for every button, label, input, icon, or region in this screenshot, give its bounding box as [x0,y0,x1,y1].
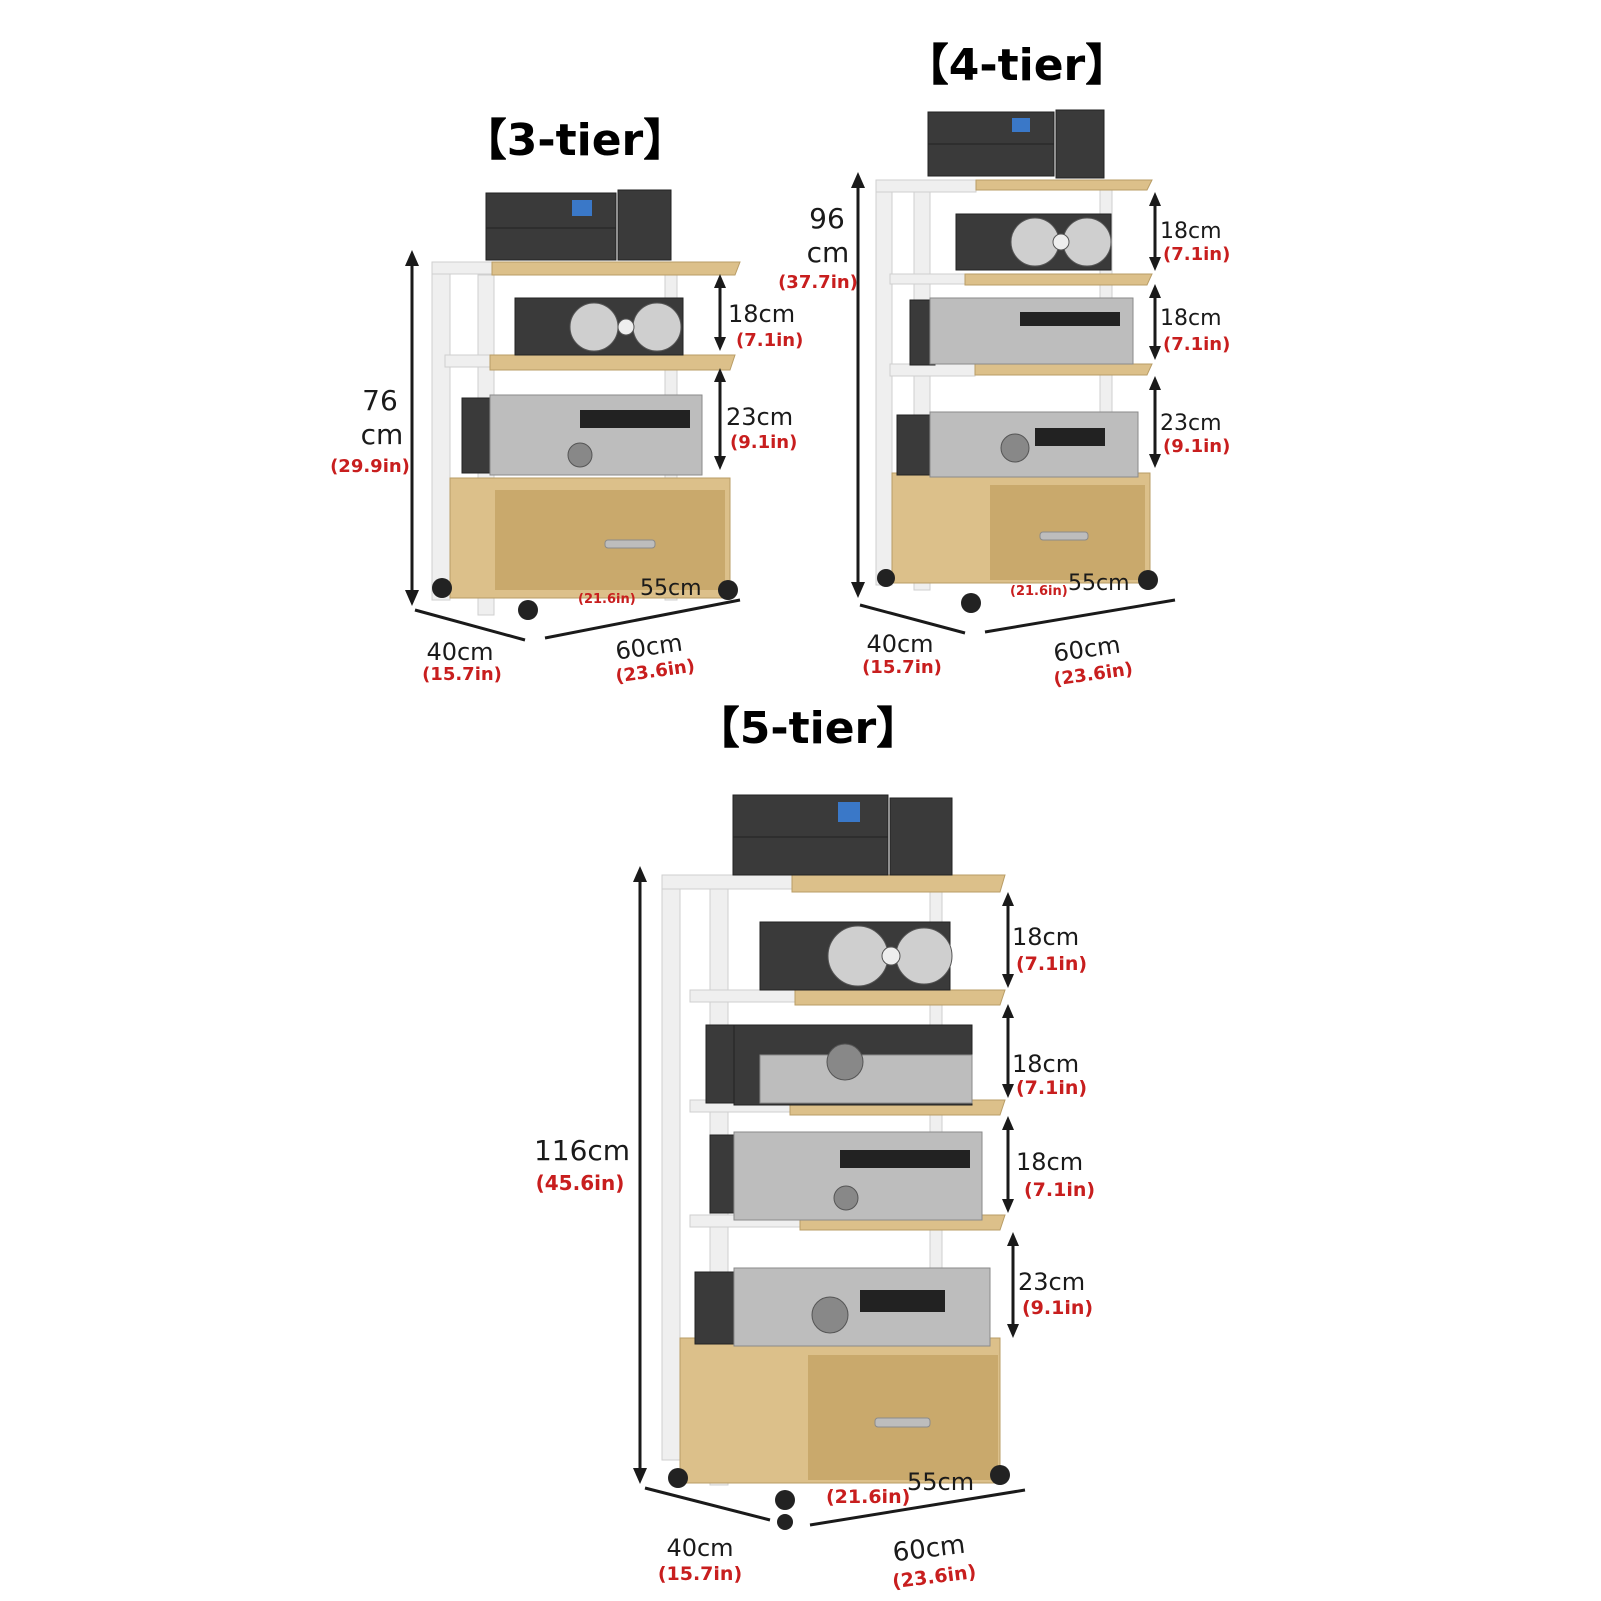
rack-4-tier-gap-3-cm: 23cm [1160,411,1222,436]
rack-4-tier-gap-1-in: (7.1in) [1163,244,1230,265]
rack-3-tier-gap-1-in: (7.1in) [736,330,803,351]
amplifier-top-device [485,192,617,229]
rack-3-tier: 【3-tier】 [330,115,803,688]
rack-3-tier-inner-width-in: (21.6in) [578,592,636,607]
rack-5-tier-gap-4-in: (9.1in) [1022,1297,1093,1319]
rack-4-tier-gap-1-cm: 18cm [1160,219,1222,244]
amplifier-top-device [927,111,1055,145]
rack-5-tier-illustration [661,794,1010,1530]
rack-3-tier-gap-2-in: (9.1in) [730,432,797,453]
rack-3-tier-height-unit: cm [361,418,404,451]
rack-5-tier-title: 【5-tier】 [696,703,921,754]
rack-5-tier-inner-width-in: (21.6in) [826,1486,910,1508]
cd-player-device [733,1131,983,1221]
rack-3-tier-height-cm: 76 [362,384,398,417]
rack-4-tier-depth-cm: 40cm [866,630,933,658]
rack-4-tier-title: 【4-tier】 [905,40,1130,91]
rack-3-tier-title: 【3-tier】 [463,115,688,166]
rack-5-tier-height-in: (45.6in) [536,1171,625,1195]
rack-4-tier-illustration [875,109,1158,613]
cd-player-device [929,297,1134,365]
rack-3-tier-gap-1-cm: 18cm [728,300,795,328]
rack-3-tier-height-in: (29.9in) [330,456,410,477]
rack-4-tier: 【4-tier】 [778,40,1230,691]
rack-5-tier-gap-1-cm: 18cm [1012,923,1079,951]
rack-5-tier-depth-in: (15.7in) [658,1563,742,1585]
rack-5-tier-depth-cm: 40cm [666,1534,733,1562]
rack-5-tier-gap-3-in: (7.1in) [1024,1179,1095,1201]
rack-4-tier-inner-width-cm: 55cm [1068,571,1130,596]
rack-4-tier-height-in: (37.7in) [778,272,858,293]
rack-4-tier-inner-width-in: (21.6in) [1010,584,1068,599]
amplifier-top-device [732,794,889,838]
rack-5-tier-height-cm: 116cm [534,1134,630,1167]
receiver-device [489,394,703,476]
rack-5-tier-gap-2-cm: 18cm [1012,1050,1079,1078]
rack-5-tier-gap-4-cm: 23cm [1018,1268,1085,1296]
rack-3-tier-illustration [431,189,741,620]
rack-4-tier-gap-2-cm: 18cm [1160,306,1222,331]
rack-4-tier-gap-2-in: (7.1in) [1163,334,1230,355]
rack-4-tier-height-unit: cm [807,236,850,269]
receiver-device [929,411,1139,478]
rack-4-tier-height-cm: 96 [809,202,845,235]
rack-5-tier: 【5-tier】 [534,703,1095,1593]
rack-5-tier-gap-2-in: (7.1in) [1016,1077,1087,1099]
rack-5-tier-inner-width-cm: 55cm [907,1468,974,1496]
rack-3-tier-gap-2-cm: 23cm [726,403,793,431]
rack-3-tier-inner-width-cm: 55cm [640,576,702,601]
rack-4-tier-depth-in: (15.7in) [862,657,942,678]
rack-4-tier-gap-3-in: (9.1in) [1163,436,1230,457]
rack-3-tier-depth-cm: 40cm [426,638,493,666]
rack-5-tier-gap-3-cm: 18cm [1016,1148,1083,1176]
rack-5-tier-gap-1-in: (7.1in) [1016,953,1087,975]
rack-3-tier-depth-in: (15.7in) [422,664,502,685]
